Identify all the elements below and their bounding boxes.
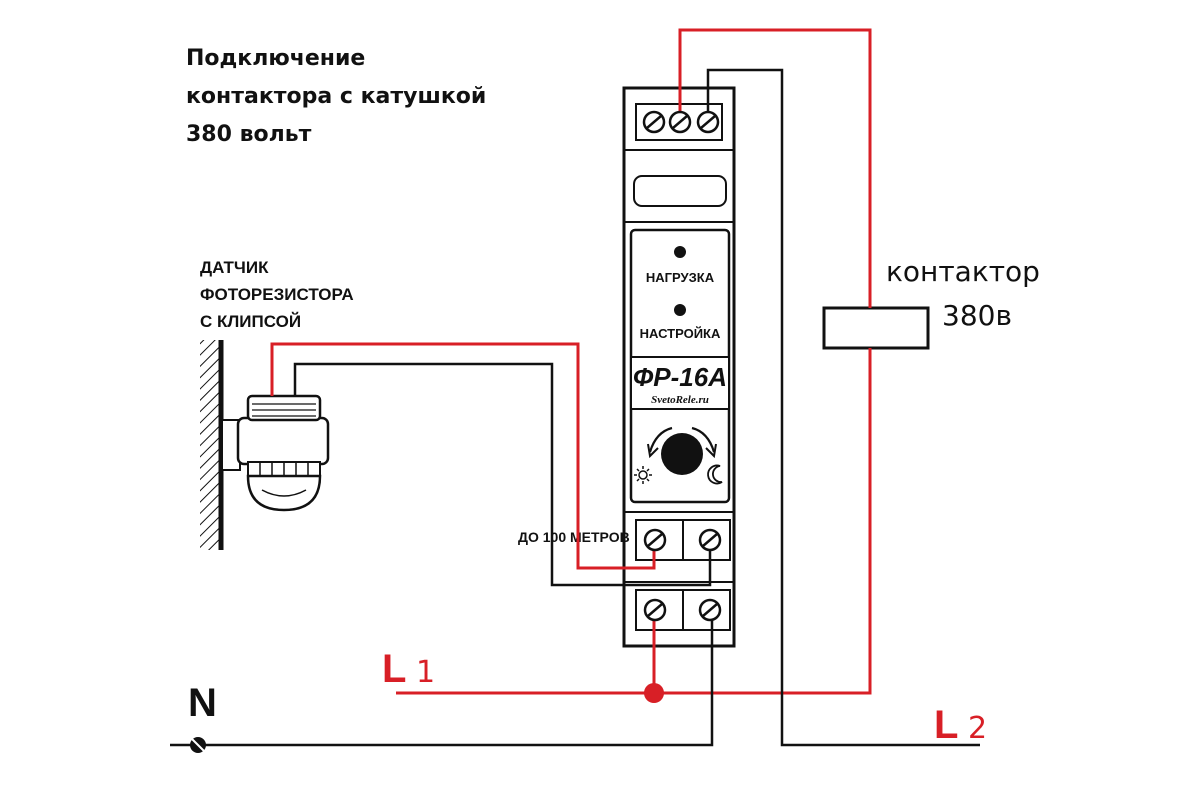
terminal-screw-icon — [668, 110, 692, 134]
terminal-screw-icon — [642, 110, 666, 134]
contactor-coil — [822, 306, 930, 350]
device-model-label: ФР-16А — [633, 362, 727, 392]
sun-icon — [634, 466, 652, 484]
load-indicator-led — [674, 246, 686, 258]
terminal-screws — [642, 110, 722, 622]
neutral-terminal-icon — [190, 737, 206, 753]
mounting-wall — [200, 340, 224, 550]
adjust-knob — [661, 433, 703, 475]
photoresistor-sensor — [221, 394, 330, 512]
black-wires — [170, 68, 980, 747]
title-line-1: Подключение — [186, 46, 365, 71]
title-line-2: контактора с катушкой — [186, 84, 486, 109]
l1-letter: L — [382, 647, 406, 691]
load-indicator-label: НАГРУЗКА — [646, 270, 715, 285]
l1-junction-node — [644, 683, 664, 703]
red-wires — [270, 28, 872, 695]
rotate-right-arrow-icon — [691, 426, 716, 453]
l2-number: 2 — [968, 711, 987, 746]
sensor-label-line-3: С КЛИПСОЙ — [200, 312, 301, 331]
l2-letter: L — [934, 703, 958, 747]
rotate-left-arrow-icon — [648, 426, 673, 453]
terminal-screw-icon — [643, 598, 667, 622]
terminal-screw-icon — [643, 528, 667, 552]
terminal-screw-icon — [698, 528, 722, 552]
relay-device: НАГРУЗКА НАСТРОЙКА ФР-16А SvetoRele.ru — [622, 86, 736, 648]
setting-indicator-label: НАСТРОЙКА — [640, 326, 721, 341]
neutral-label: N — [188, 681, 217, 725]
terminal-screw-icon — [698, 598, 722, 622]
diagram-title: Подключение контактора с катушкой 380 во… — [186, 46, 486, 147]
contactor-label: контактор — [886, 255, 1040, 288]
l1-number: 1 — [416, 655, 435, 690]
sensor-label-line-1: ДАТЧИК — [200, 258, 269, 277]
title-line-3: 380 вольт — [186, 122, 312, 147]
setting-indicator-led — [674, 304, 686, 316]
contactor-voltage-label: 380в — [942, 299, 1012, 332]
sensor-label: ДАТЧИК ФОТОРЕЗИСТОРА С КЛИПСОЙ — [200, 258, 354, 331]
device-brand-label: SvetoRele.ru — [651, 394, 709, 406]
sensor-label-line-2: ФОТОРЕЗИСТОРА — [200, 285, 354, 304]
cable-length-note: ДО 100 МЕТРОВ — [518, 529, 630, 545]
terminal-screw-icon — [696, 110, 720, 134]
moon-icon — [707, 464, 723, 485]
